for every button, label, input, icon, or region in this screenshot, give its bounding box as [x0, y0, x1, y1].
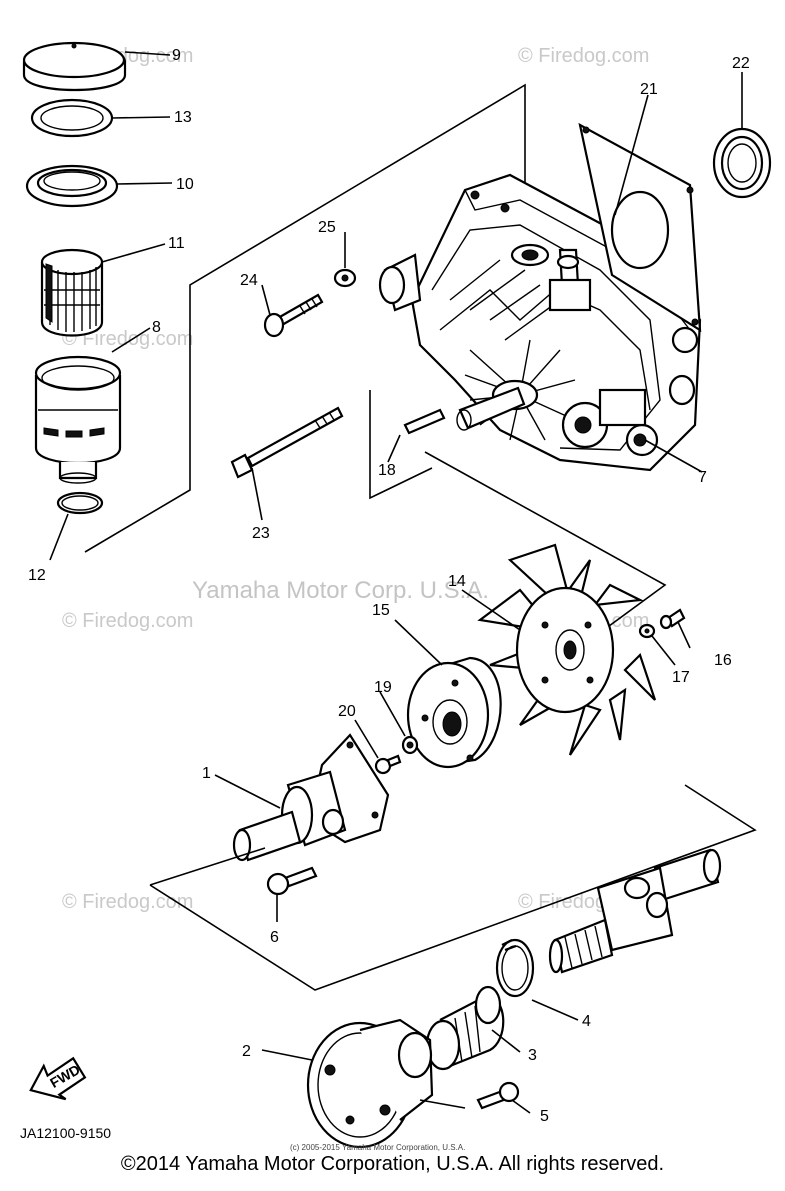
callout-label: 5: [540, 1108, 549, 1125]
callout-label: 1: [202, 765, 211, 782]
center-watermark: Yamaha Motor Corp. U.S.A.: [192, 577, 489, 604]
part-cap: [22, 41, 127, 92]
watermark: © Firedog.com: [62, 610, 193, 632]
part-oil-seal: [712, 127, 772, 199]
part-gasket: [578, 122, 702, 333]
callout-label: 6: [270, 929, 279, 946]
part-boot: [425, 985, 505, 1071]
part-filter-element: [40, 248, 104, 337]
callout-label: 4: [582, 1013, 591, 1030]
part-o-ring: [56, 491, 104, 515]
part-bolt-long: [230, 406, 344, 479]
callout-labels: 9 13 10 11 8 12 25 24 23 18 7 21 22 14 1…: [28, 47, 750, 1125]
part-fan: [477, 543, 657, 756]
part-universal-joint: [232, 733, 390, 862]
callout-label: 16: [714, 652, 732, 669]
callout-label: 9: [172, 47, 181, 64]
part-bolt-flange: [266, 866, 318, 896]
callout-label: 17: [672, 669, 690, 686]
watermark: © Firedog.com: [62, 891, 193, 913]
watermark: © Firedog.com: [518, 45, 649, 67]
part-drive-shaft: [548, 848, 722, 974]
callout-label: 20: [338, 703, 356, 720]
callout-label: 8: [152, 319, 161, 336]
callout-label: 22: [732, 55, 750, 72]
callout-label: 25: [318, 219, 336, 236]
callout-label: 10: [176, 176, 194, 193]
part-flange: [306, 1018, 434, 1149]
callout-label: 21: [640, 81, 658, 98]
part-filter-case: [34, 355, 122, 484]
fwd-arrow-icon: FWD: [29, 1056, 87, 1101]
part-bolt-short: [263, 293, 324, 338]
callout-label: 13: [174, 109, 192, 126]
callout-label: 19: [374, 679, 392, 696]
copyright-footer: ©2014 Yamaha Motor Corporation, U.S.A. A…: [120, 1153, 665, 1175]
part-clip: [495, 938, 535, 998]
watermark: © Firedog.com: [62, 328, 193, 350]
part-screw: [659, 608, 686, 630]
part-washer-small: [638, 623, 656, 639]
callout-label: 7: [698, 469, 707, 486]
part-pulley: [406, 656, 502, 769]
small-copyright: (c) 2005-2015 Yamaha Motor Corporation, …: [290, 1143, 465, 1152]
part-bolt-joint: [374, 754, 402, 775]
part-bolt-lower: [476, 1081, 520, 1110]
callout-label: 15: [372, 602, 390, 619]
part-key: [403, 408, 446, 435]
part-ring: [30, 98, 114, 138]
callout-label: 18: [378, 462, 396, 479]
callout-label: 3: [528, 1047, 537, 1064]
part-seal: [25, 164, 119, 208]
part-washer: [333, 268, 357, 288]
callout-label: 11: [168, 235, 185, 252]
callout-label: 12: [28, 567, 46, 584]
callout-label: 14: [448, 573, 466, 590]
callout-label: 23: [252, 525, 270, 542]
diagram-code: JA12100-9150: [20, 1125, 111, 1141]
callout-label: 24: [240, 272, 258, 289]
callout-label: 2: [242, 1043, 251, 1060]
part-washer-pulley: [401, 735, 419, 755]
